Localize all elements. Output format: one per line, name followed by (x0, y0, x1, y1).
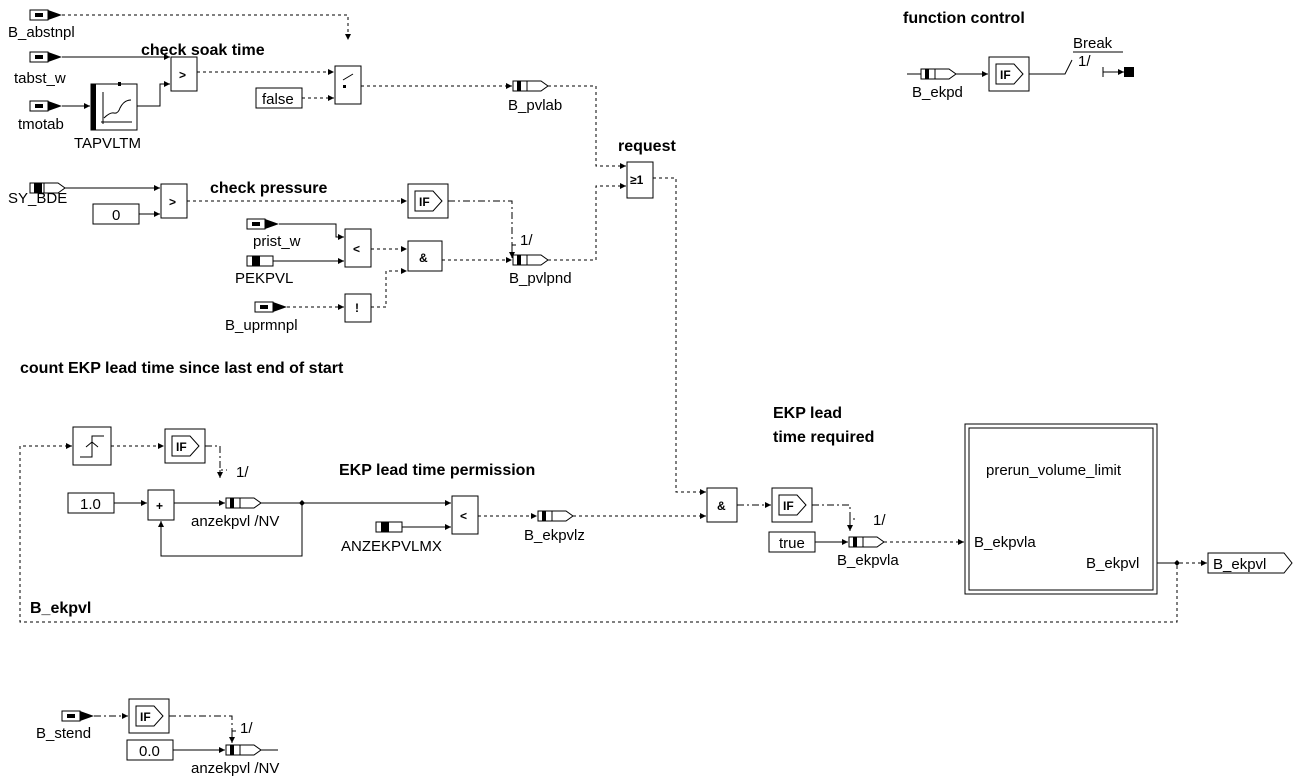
if-block-pressure: IF (407, 183, 449, 219)
if-label-stend: IF (140, 710, 151, 724)
output-port-b-pvlab (512, 80, 549, 92)
title-lead-time-required-1: EKP lead (773, 405, 842, 422)
less-block-pressure (344, 228, 372, 268)
if-block-count: IF (164, 428, 206, 464)
and-symbol-lead-time: & (717, 499, 726, 513)
switch-block (334, 65, 362, 105)
if-label-pressure: IF (419, 195, 430, 209)
and-block-pressure (407, 240, 443, 272)
and-block-lead-time (706, 487, 738, 523)
less-symbol-count: < (460, 509, 467, 523)
if-label-lead-time: IF (783, 499, 794, 513)
const-one-value: 1.0 (80, 496, 101, 513)
not-block (344, 293, 372, 323)
less-block-count (451, 495, 479, 535)
input-port-sy-bde (29, 182, 66, 194)
assign-label-stend: 1/ (240, 720, 253, 737)
output-port-anzekpvl-bottom (225, 744, 262, 756)
if-block-lead-time: IF (771, 487, 813, 523)
assign-label-lead-time: 1/ (873, 512, 886, 529)
input-port-b-uprmnpl (254, 301, 287, 313)
label-prerun-volume-limit: prerun_volume_limit (986, 462, 1122, 479)
output-port-b-pvlpnd (512, 254, 549, 266)
label-b-uprmnpl: B_uprmnpl (225, 317, 298, 334)
greater-block-soak (170, 56, 198, 92)
not-symbol: ! (355, 301, 359, 315)
if-label-function-control: IF (1000, 68, 1011, 82)
label-anzekpvl-nv: anzekpvl /NV (191, 513, 279, 530)
label-anzekpvl-nv-bottom: anzekpvl /NV (191, 760, 279, 777)
const-zero-zero-value: 0.0 (139, 743, 160, 760)
label-sy-bde: SY_BDE (8, 190, 67, 207)
greater-block-pressure (160, 183, 188, 219)
break-terminator (1124, 67, 1134, 77)
label-prist-w: prist_w (253, 233, 301, 250)
label-break: Break (1073, 35, 1113, 52)
const-true-value: true (779, 535, 805, 552)
label-subsystem-out-b-ekpvl: B_ekpvl (1086, 555, 1139, 572)
label-b-stend: B_stend (36, 725, 91, 742)
input-port-tabst-w (29, 51, 62, 63)
or-symbol-request: ≥1 (630, 173, 644, 187)
if-label-count: IF (176, 440, 187, 454)
label-tabst-w: tabst_w (14, 70, 66, 87)
input-port-tmotab (29, 100, 62, 112)
label-b-ekpd: B_ekpd (912, 84, 963, 101)
title-count-lead-time: count EKP lead time since last end of st… (20, 360, 344, 377)
label-tmotab: tmotab (18, 116, 64, 133)
edge-block (72, 426, 112, 466)
title-lead-time-permission: EKP lead time permission (339, 462, 535, 479)
output-port-b-ekpvl (1207, 552, 1293, 574)
label-b-pvlab: B_pvlab (508, 97, 562, 114)
plus-block (147, 489, 175, 521)
input-port-b-stend (61, 710, 94, 722)
label-b-ekpvla: B_ekpvla (837, 552, 899, 569)
const-port-pekpvl (246, 255, 288, 267)
assign-label-break: 1/ (1078, 53, 1091, 70)
plus-symbol: + (156, 499, 163, 513)
output-port-b-ekpvlz (537, 510, 574, 522)
label-anzekpvlmx: ANZEKPVLMX (341, 538, 442, 555)
if-block-function-control: IF (988, 56, 1030, 92)
label-b-abstnpl: B_abstnpl (8, 24, 75, 41)
less-symbol-pressure: < (353, 242, 360, 256)
const-zero-value: 0 (112, 207, 120, 224)
const-port-anzekpvlmx (375, 521, 417, 533)
input-port-b-abstnpl (29, 9, 62, 21)
label-tapvltm: TAPVLTM (74, 135, 141, 152)
assign-label-count: 1/ (236, 464, 249, 481)
output-port-anzekpvl (225, 497, 262, 509)
title-function-control: function control (903, 10, 1025, 27)
and-symbol-pressure: & (419, 251, 428, 265)
input-port-b-ekpd (920, 68, 957, 80)
label-output-b-ekpvl: B_ekpvl (1213, 556, 1266, 573)
title-lead-time-required-2: time required (773, 429, 874, 446)
title-request: request (618, 138, 676, 155)
label-subsystem-in-b-ekpvla: B_ekpvla (974, 534, 1036, 551)
greater-symbol-pressure: > (169, 195, 176, 209)
const-false-value: false (262, 91, 294, 108)
label-feedback-b-ekpvl: B_ekpvl (30, 600, 91, 617)
label-b-pvlpnd: B_pvlpnd (509, 270, 572, 287)
title-check-pressure: check pressure (210, 180, 328, 197)
label-b-ekpvlz: B_ekpvlz (524, 527, 585, 544)
or-block-request (626, 161, 654, 199)
label-pekpvl: PEKPVL (235, 270, 293, 287)
greater-symbol-soak: > (179, 68, 186, 82)
title-check-soak-time: check soak time (141, 42, 265, 59)
assign-label-pvlpnd: 1/ (520, 232, 533, 249)
input-port-prist-w (246, 218, 279, 230)
if-block-stend: IF (128, 698, 170, 734)
subsystem-prerun-volume-limit (964, 423, 1158, 595)
curve-block-tapvltm (90, 82, 138, 131)
output-port-b-ekpvla (848, 536, 885, 548)
